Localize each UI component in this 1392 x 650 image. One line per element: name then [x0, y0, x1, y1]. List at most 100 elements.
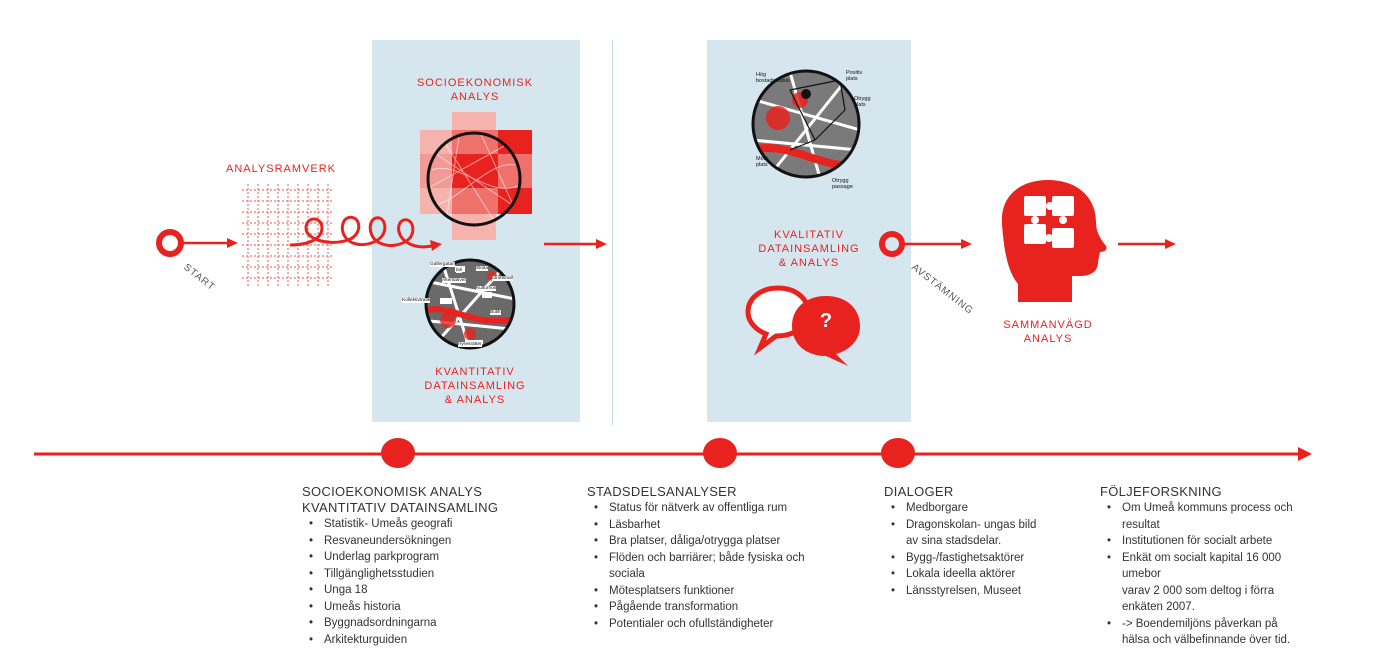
socioeconomic-heatmap — [420, 112, 532, 240]
list-item: Länsstyrelsen, Museet — [884, 583, 1084, 600]
map-label: Alteritativet — [442, 278, 466, 283]
map-label: Otrygg — [854, 96, 871, 102]
question-mark-glyph: ? — [819, 310, 833, 332]
list-item-text: Mötesplatsers funktioner — [609, 584, 735, 597]
list-item-text: hälsa och välbefinnande över tid. — [1122, 634, 1291, 646]
kvantitativ-line: KVANTITATIV — [435, 366, 515, 378]
column-title: FÖLJEFORSKNING — [1100, 484, 1222, 499]
map-label: Butik — [490, 310, 501, 315]
list-item-text: Om Umeå kommuns process och — [1122, 502, 1293, 514]
timeline-arrowhead — [1298, 447, 1312, 461]
list-item: Arkitekturguiden — [302, 632, 562, 649]
column-foljeforskning: FÖLJEFORSKNING Om Umeå kommuns process o… — [1100, 484, 1370, 649]
list-item-text: Resvaneundersökningen — [324, 534, 452, 547]
analysramverk-label: ANALYSRAMVERK — [226, 163, 336, 175]
list-item-text: Unga 18 — [324, 584, 368, 596]
list-item: -> Boendemiljöns påverkan på hälsa och vä… — [1100, 616, 1370, 649]
socioeconomic-map-circle — [426, 131, 522, 227]
sammanvagd-line: SAMMANVÄGD — [1003, 319, 1093, 331]
head-puzzle-icon — [1001, 180, 1107, 302]
list-item-text: Arkitekturguiden — [324, 633, 408, 646]
checkpoint-node-icon — [879, 231, 905, 257]
socioekonomisk-line: SOCIOEKONOMISK — [416, 77, 534, 89]
list-item-text: Tillgänglighetsstudien — [324, 567, 435, 580]
list-item-text: varav 2 000 som deltog i förra — [1122, 584, 1275, 597]
framework-grid-icon — [242, 184, 332, 286]
list-item: Institutionen för socialt arbete — [1100, 533, 1370, 550]
list-item-text: Medborgare — [906, 502, 969, 514]
timeline-marker-3 — [881, 438, 915, 468]
column-list: Om Umeå kommuns process och resultat Inst… — [1100, 500, 1370, 649]
map-label: plats — [756, 162, 768, 168]
list-item-text: umebor — [1122, 568, 1161, 580]
list-item: Läsbarhet — [587, 517, 857, 534]
panel-divider — [612, 40, 613, 425]
timeline-marker-1 — [381, 438, 415, 468]
list-item-text: Pågående transformation — [609, 601, 739, 613]
column-list: Statistik- Umeås geografi Resvaneundersö… — [302, 516, 562, 648]
map-label: passage — [832, 184, 853, 190]
sammanvagd-label: SAMMANVÄGD ANALYS — [988, 318, 1108, 346]
list-item-text: Institutionen för socialt arbete — [1122, 535, 1273, 547]
map-label: Mörk — [756, 156, 769, 162]
kvalitativ-label: KVALITATIV DATAINSAMLING & ANALYS — [734, 228, 884, 270]
list-item: Pågående transformation — [587, 599, 857, 616]
list-item: Medborgare — [884, 500, 1084, 517]
list-item-text: Potentialer och ofullständigheter — [609, 617, 774, 630]
column-title: DIALOGER — [884, 484, 954, 499]
list-item-text: Umeås historia — [324, 600, 401, 613]
list-item: Bra platser, dåliga/otrygga platser — [587, 533, 857, 550]
list-item-text: enkäten 2007. — [1122, 601, 1195, 613]
list-item-text: sociala — [609, 568, 645, 580]
timeline-marker-2 — [703, 438, 737, 468]
list-item: Bygg-/fastighetsaktörer — [884, 550, 1084, 567]
map-label: Hyresrätter — [458, 342, 482, 347]
socioekonomisk-line: ANALYS — [450, 91, 500, 103]
list-item: Byggnadsordningarna — [302, 615, 562, 632]
list-item: Resvaneundersökningen — [302, 533, 562, 550]
sammanvagd-line: ANALYS — [1023, 333, 1073, 345]
map-label: Kulturhus — [476, 286, 497, 291]
list-item-text: Läsbarhet — [609, 518, 661, 531]
qualitative-map-circle — [751, 69, 861, 179]
start-node-icon — [156, 229, 184, 257]
list-item: Unga 18 — [302, 582, 562, 599]
list-item: Enkät om socialt kapital 16 000 umebor var… — [1100, 550, 1370, 616]
kvantitativ-label: KVANTITATIV DATAINSAMLING & ANALYS — [400, 365, 550, 407]
list-item: Om Umeå kommuns process och resultat — [1100, 500, 1370, 533]
list-item-text: Byggnadsordningarna — [324, 617, 437, 629]
list-item: Flöden och barriärer; både fysiska ochso… — [587, 550, 857, 583]
list-item-text: Underlag parkprogram — [324, 551, 440, 563]
map-label: plats — [846, 76, 858, 82]
map-label: Skola — [476, 266, 488, 271]
map-label: Positiv — [846, 70, 863, 76]
list-item-text: -> Boendemiljöns påverkan på — [1122, 617, 1278, 630]
map-label: Ildi — [456, 268, 463, 273]
map-label: Gallergatan — [430, 262, 455, 267]
kvantitativ-line: & ANALYS — [444, 394, 506, 406]
column-stadsdelsanalyser: STADSDELSANALYSER Status för nätverk av … — [587, 484, 857, 632]
list-item-text: Länsstyrelsen, Museet — [906, 584, 1022, 597]
list-item: Statistik- Umeås geografi — [302, 516, 562, 533]
kvalitativ-line: & ANALYS — [778, 257, 840, 269]
list-item: Umeås historia — [302, 599, 562, 616]
list-item-text: Status för nätverk av offentliga rum — [609, 502, 788, 514]
list-item: Mötesplatsers funktioner — [587, 583, 857, 600]
list-item: Potentialer och ofullständigheter — [587, 616, 857, 633]
list-item-text: resultat — [1122, 518, 1160, 531]
list-item-text: Enkät om socialt kapital 16 000 — [1122, 551, 1282, 564]
column-title: SOCIOEKONOMISK ANALYS — [302, 484, 483, 499]
column-title: STADSDELSANALYSER — [587, 484, 737, 499]
quantitative-map-circle — [424, 258, 516, 350]
map-labels-bottom: Gallergatan Ildi Skola Alteritativet Idr… — [402, 256, 530, 356]
map-label: Idrottshall — [492, 276, 513, 281]
list-item-text: av sina stadsdelar. — [906, 535, 1002, 547]
map-label: Kollektivtrafik — [402, 298, 431, 303]
spiral-loops-icon — [289, 215, 433, 249]
list-item: Underlag parkprogram — [302, 549, 562, 566]
map-label: Hög — [756, 72, 767, 78]
map-label: plats — [854, 102, 866, 108]
